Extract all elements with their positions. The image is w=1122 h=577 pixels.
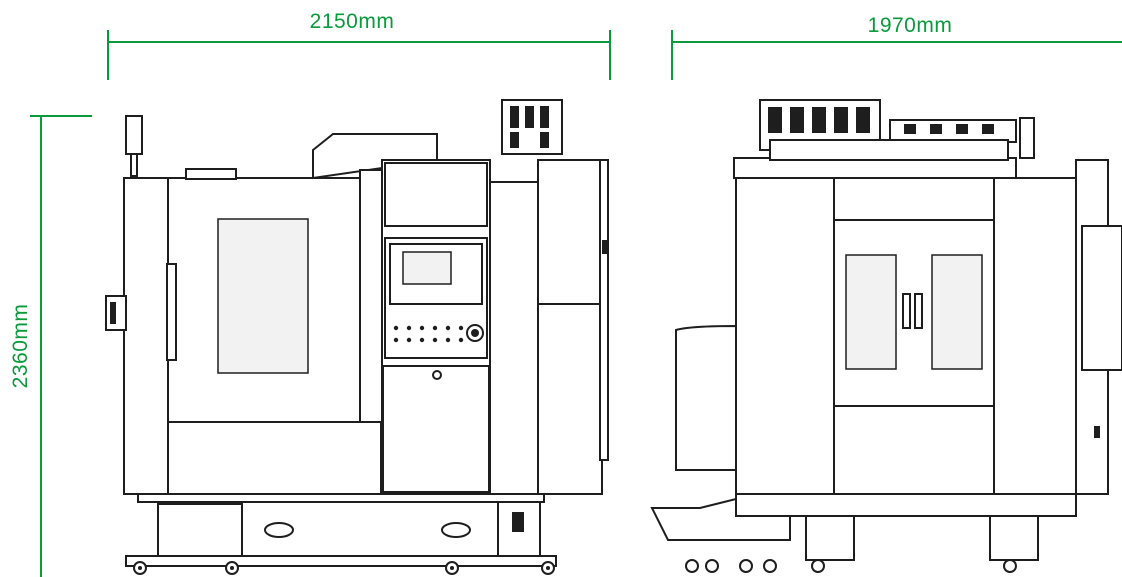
side-view — [650, 99, 1122, 573]
side-casters — [685, 559, 1017, 573]
dimension-width-front: 2150mm — [107, 10, 611, 80]
side-body-left — [735, 177, 837, 495]
side-window-left — [845, 254, 897, 370]
chiller-fins — [510, 106, 549, 148]
front-view — [105, 99, 609, 575]
side-electrical-box — [1081, 225, 1122, 371]
door-handle-left — [902, 293, 911, 329]
door-window — [217, 218, 309, 374]
door-handle-right — [914, 293, 923, 329]
dimension-depth-side: 1970mm — [671, 14, 1122, 80]
chip-conveyor — [675, 324, 737, 471]
left-side-panel — [123, 177, 171, 495]
base-left — [157, 503, 243, 557]
side-depth-label: 1970mm — [868, 14, 953, 37]
signal-lamp-icon — [125, 115, 143, 155]
door-handle — [166, 263, 177, 361]
right-column — [489, 181, 541, 495]
side-body-right — [993, 177, 1077, 495]
height-label: 2360mm — [9, 304, 32, 389]
front-width-label: 2150mm — [310, 10, 395, 33]
dimension-height: 2360mm — [9, 115, 92, 577]
cnc-screen — [402, 251, 452, 285]
control-buttons — [393, 325, 464, 343]
spindle-cover — [312, 133, 438, 180]
casters — [125, 555, 557, 575]
electrical-cabinet — [537, 303, 603, 495]
lower-cabinet-door — [382, 365, 490, 493]
side-window-right — [931, 254, 983, 370]
lower-front-panel — [167, 421, 382, 495]
